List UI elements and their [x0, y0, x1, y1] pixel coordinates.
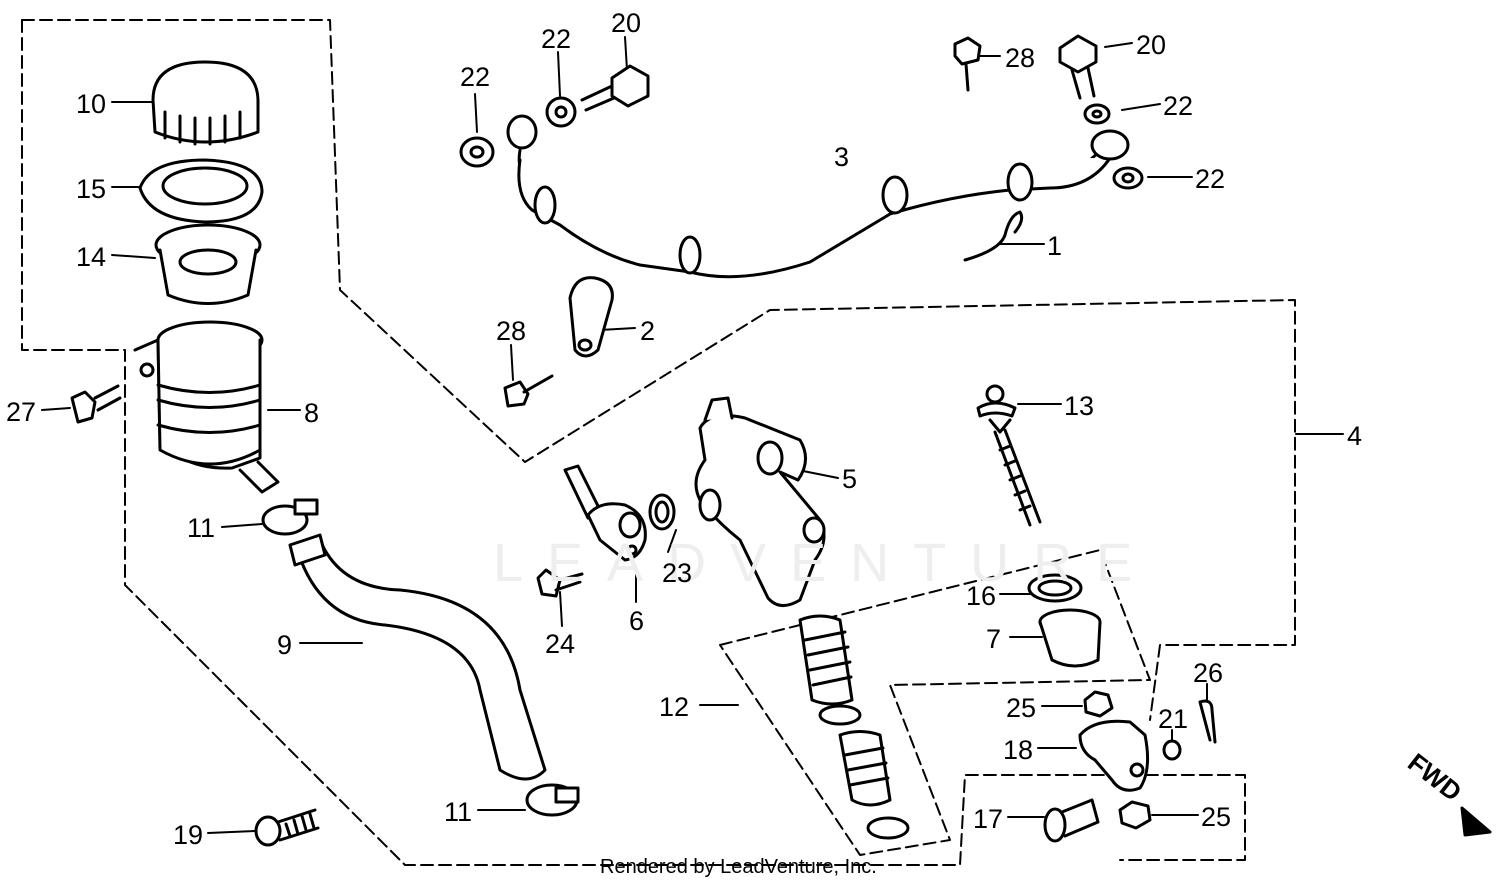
hose-clip-upper	[261, 498, 319, 536]
hose-clip-1	[963, 210, 1024, 262]
callout-3: 3	[834, 142, 850, 172]
fwd-arrow-icon	[1460, 806, 1492, 837]
master-cylinder	[694, 396, 826, 607]
callout-22-d: 22	[1195, 164, 1226, 194]
reservoir-cap	[151, 60, 260, 146]
callout-28-upper: 28	[1005, 43, 1036, 73]
callout-5: 5	[842, 464, 858, 494]
callout-23: 23	[662, 558, 693, 588]
banjo-bolts-20	[580, 34, 1098, 112]
callout-10: 10	[76, 89, 107, 119]
reservoir-hose	[288, 533, 547, 781]
bolt-19	[254, 808, 320, 847]
callout-6: 6	[629, 606, 645, 636]
diaphragm-plate	[138, 158, 264, 224]
hose-guide	[568, 276, 614, 358]
bolts-28	[503, 36, 982, 408]
callout-11-lower: 11	[444, 797, 473, 827]
diaphragm	[154, 223, 262, 305]
callout-26: 26	[1193, 658, 1224, 688]
callout-28-lower: 28	[496, 316, 527, 346]
callout-7: 7	[986, 624, 1002, 654]
callout-22-c: 22	[1163, 91, 1194, 121]
reservoir	[133, 320, 280, 494]
clevis	[1078, 719, 1150, 792]
callout-22-a: 22	[460, 62, 491, 92]
brake-hose	[506, 114, 1130, 279]
cotter-pin	[1198, 699, 1217, 744]
inlet-joint	[563, 464, 647, 562]
callout-12: 12	[659, 692, 690, 722]
callout-15: 15	[76, 174, 107, 204]
callout-27: 27	[6, 397, 37, 427]
callout-25-upper: 25	[1006, 693, 1037, 723]
assembly-boundary	[21, 19, 1296, 866]
callout-9: 9	[277, 630, 293, 660]
callout-4: 4	[1347, 421, 1363, 451]
callout-18: 18	[1003, 735, 1034, 765]
credit-text: Rendered by LeadVenture, Inc.	[600, 856, 877, 878]
nuts-25	[1083, 690, 1152, 830]
pushrod	[976, 384, 1042, 527]
clevis-pin	[1043, 798, 1100, 843]
callout-22-b: 22	[541, 24, 572, 54]
watermark: LEADVENTURE	[493, 533, 1157, 593]
callout-19: 19	[173, 820, 204, 850]
screw-24	[536, 568, 584, 598]
callout-17: 17	[973, 804, 1004, 834]
callout-25-lower: 25	[1201, 802, 1232, 832]
callout-1: 1	[1047, 231, 1063, 261]
washer-21	[1162, 739, 1182, 761]
callout-20-right: 20	[1136, 30, 1167, 60]
callout-14: 14	[76, 242, 107, 272]
boot	[1038, 608, 1102, 668]
callout-8: 8	[304, 398, 320, 428]
callout-11-upper: 11	[187, 513, 216, 543]
callout-16: 16	[966, 581, 997, 611]
callout-2: 2	[640, 316, 656, 346]
washers-22	[459, 96, 1144, 190]
o-ring	[648, 493, 676, 531]
bolt-27	[70, 384, 122, 424]
callout-24: 24	[545, 629, 576, 659]
hose-clip-lower	[525, 783, 580, 817]
callout-21: 21	[1158, 704, 1189, 734]
piston-set	[798, 614, 910, 840]
callout-20-left: 20	[611, 8, 642, 38]
callout-13: 13	[1064, 391, 1095, 421]
leader-lines	[41, 36, 1344, 834]
snap-ring	[1027, 573, 1083, 603]
